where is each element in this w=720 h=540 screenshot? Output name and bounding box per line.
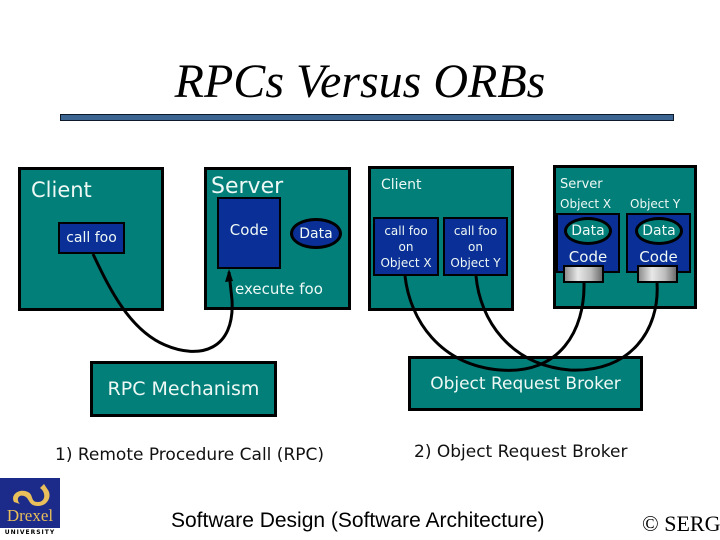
rpc-data-ellipse: Data: [290, 218, 342, 249]
rpc-data-label: Data: [299, 225, 333, 242]
orb-object-y-stub: [637, 265, 678, 283]
rpc-caption: 1) Remote Procedure Call (RPC): [55, 445, 325, 465]
orb-client-label: Client: [381, 177, 422, 193]
orb-object-x-stub: [563, 265, 604, 283]
orb-broker-label: Object Request Broker: [430, 373, 621, 394]
rpc-code-box: Code: [217, 197, 281, 269]
rpc-server-label: Server: [211, 174, 284, 199]
slide-title: RPCs Versus ORBs: [174, 55, 546, 108]
orb-object-x-name: Object X: [560, 197, 612, 211]
rpc-client-box: Client: [18, 167, 164, 311]
orb-call-x-box: call foo on Object X: [373, 217, 439, 276]
orb-object-x-data-label: Data: [571, 223, 605, 239]
footer-copyright: © SERG: [642, 511, 720, 536]
drexel-logo-subtitle: UNIVERSITY: [4, 529, 56, 536]
orb-call-y-line1: call foo: [453, 223, 498, 238]
title-divider: [60, 114, 674, 121]
orb-server-label: Server: [560, 177, 603, 192]
drexel-logo-word: Drexel: [6, 506, 54, 525]
rpc-call-foo-label: call foo: [66, 230, 117, 246]
rpc-code-label: Code: [229, 221, 269, 239]
footer-course-title: Software Design (Software Architecture): [171, 509, 545, 532]
orb-caption: 2) Object Request Broker: [414, 442, 628, 462]
orb-object-x-data-ellipse: Data: [564, 217, 612, 245]
drexel-logo-background: Drexel: [0, 478, 60, 528]
orb-object-y-block: Data Code: [626, 213, 691, 273]
orb-call-y-box: call foo on Object Y: [443, 217, 508, 276]
rpc-call-foo-box: call foo: [58, 222, 125, 254]
orb-call-y-line2: on: [468, 239, 483, 254]
rpc-execute-foo-label: execute foo: [235, 280, 323, 298]
orb-call-x-line1: call foo: [384, 223, 428, 238]
dragon-emblem-icon: [13, 484, 50, 506]
orb-call-x-line2: on: [398, 239, 414, 254]
rpc-mechanism-box: RPC Mechanism: [90, 361, 277, 417]
rpc-client-label: Client: [31, 178, 92, 202]
orb-call-x-line3: Object X: [380, 255, 432, 270]
orb-object-y-code-label: Code: [639, 248, 678, 266]
orb-object-x-code-label: Code: [568, 248, 608, 266]
drexel-logo: Drexel UNIVERSITY: [0, 478, 60, 540]
orb-call-y-line3: Object Y: [450, 255, 501, 270]
orb-broker-box: Object Request Broker: [408, 356, 643, 411]
orb-object-y-data-ellipse: Data: [635, 217, 683, 245]
rpc-mechanism-label: RPC Mechanism: [107, 378, 260, 400]
orb-object-x-block: Data Code: [556, 213, 620, 273]
orb-object-y-name: Object Y: [630, 197, 681, 211]
orb-object-y-data-label: Data: [642, 223, 676, 239]
